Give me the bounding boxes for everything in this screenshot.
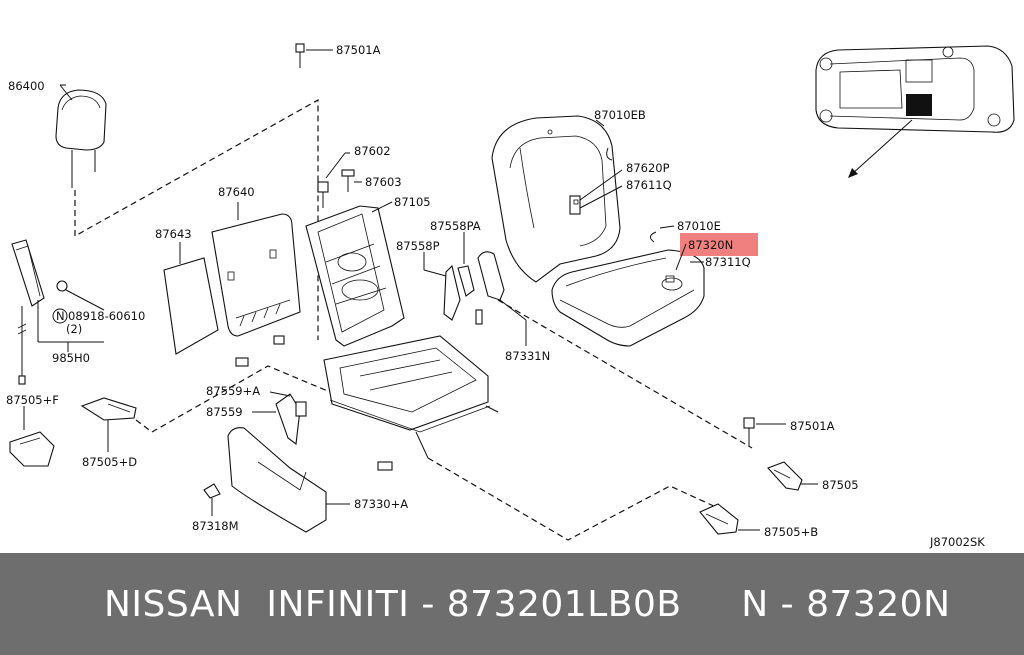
lumbar-87620p xyxy=(569,169,623,215)
label-87558pa: 87558PA xyxy=(430,219,481,233)
pad-87643 xyxy=(163,242,219,355)
label-87559: 87559 xyxy=(206,405,243,419)
clip-small-3 xyxy=(377,461,393,471)
label-87010eb: 87010EB xyxy=(594,108,646,122)
highlight-87320n xyxy=(680,233,758,256)
side-cover-87330a xyxy=(227,427,350,533)
label-87331n: 87331N xyxy=(505,349,550,363)
label-87318m: 87318M xyxy=(192,519,239,533)
seat-exploded-diagram: 86400 87501A 87602 87603 xyxy=(6,43,1015,549)
seat-frame-87105 xyxy=(305,201,499,459)
label-87105: 87105 xyxy=(394,195,431,209)
hog-ring-87010eb xyxy=(606,147,613,161)
clip-small-1 xyxy=(235,357,249,367)
label-87010e: 87010E xyxy=(677,219,721,233)
label-87505b: 87505+B xyxy=(764,525,818,539)
label-87501a-right: 87501A xyxy=(790,419,835,433)
hog-ring-87010e xyxy=(650,231,657,243)
label-08918-60610: 08918-60610 xyxy=(68,309,145,323)
airbag-module-985h0 xyxy=(11,239,104,385)
bolt-87501a-top xyxy=(295,43,333,68)
label-86400: 86400 xyxy=(8,79,45,93)
label-985h0: 985H0 xyxy=(52,351,90,365)
nut-08918-60610 xyxy=(52,280,105,324)
bracket-87559 xyxy=(252,391,307,446)
bracket-87558p xyxy=(423,232,475,321)
back-panel-87640 xyxy=(211,202,301,337)
label-87320n: 87320N xyxy=(688,238,733,252)
label-87330a: 87330+A xyxy=(354,497,408,511)
bolt-87501a-right xyxy=(743,417,786,446)
label-87603: 87603 xyxy=(365,175,402,189)
clip-87602 xyxy=(317,152,350,208)
vehicle-location-inset xyxy=(815,45,1015,178)
cover-87505d xyxy=(80,397,137,452)
label-87620p: 87620P xyxy=(626,161,670,175)
label-87602: 87602 xyxy=(354,144,391,158)
label-87558p: 87558P xyxy=(396,239,440,253)
label-87311q: 87311Q xyxy=(705,255,751,269)
clip-small-2 xyxy=(273,335,285,345)
arrow-head xyxy=(848,168,858,178)
footer-part-number: NISSAN INFINITI - 873201LB0B N - 87320N xyxy=(104,583,951,625)
seat-cushion-87320n xyxy=(551,249,705,347)
label-87505: 87505 xyxy=(822,478,859,492)
label-87505f: 87505+F xyxy=(6,393,59,407)
label-87640: 87640 xyxy=(218,185,255,199)
seat-back-trim-87010eb xyxy=(491,115,621,283)
label-87643: 87643 xyxy=(155,227,192,241)
label-08918-qty: (2) xyxy=(66,322,82,336)
label-87505d: 87505+D xyxy=(82,455,137,469)
diagram-code: J87002SK xyxy=(929,535,985,549)
headrest-part xyxy=(55,84,107,188)
cover-87505 xyxy=(767,461,818,491)
label-87501a-top: 87501A xyxy=(336,43,381,57)
cover-87331n xyxy=(475,251,527,346)
cover-87505f xyxy=(9,406,55,467)
clip-87603 xyxy=(341,169,362,192)
clip-87318m xyxy=(203,483,221,516)
circle-n-symbol: N xyxy=(56,309,65,323)
footer-bar: NISSAN INFINITI - 873201LB0B N - 87320N xyxy=(0,553,1024,655)
label-87611q: 87611Q xyxy=(626,178,672,192)
seat-location-marker xyxy=(906,94,932,116)
label-87559a: 87559+A xyxy=(206,384,260,398)
cover-87505b xyxy=(699,503,760,535)
